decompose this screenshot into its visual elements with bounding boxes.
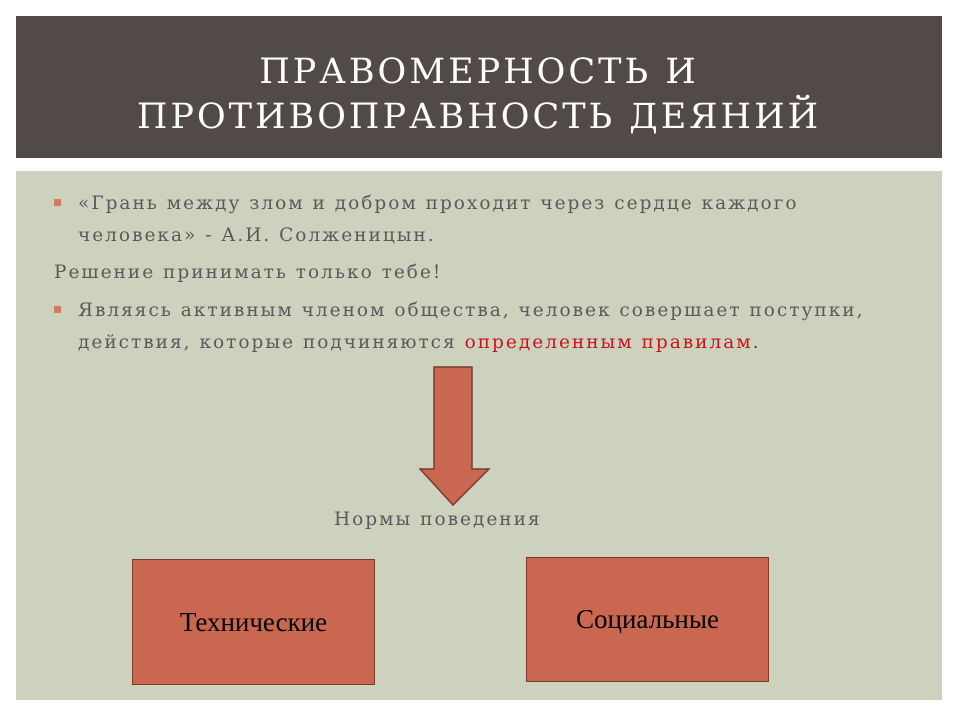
bullet-text: «Грань между злом и добром проходит чере…: [78, 193, 799, 246]
bullet-text-main: Являясь активным членом общества, челове…: [78, 300, 865, 353]
down-arrow-icon: [419, 366, 491, 507]
square-bullet-icon: [54, 199, 61, 206]
bullet-item-quote: «Грань между злом и добром проходит чере…: [54, 188, 894, 252]
slide-title: ПРАВОМЕРНОСТЬ И ПРОТИВОПРАВНОСТЬ ДЕЯНИЙ: [136, 52, 822, 137]
square-bullet-icon: [54, 306, 61, 313]
social-norms-box: Социальные: [526, 557, 769, 682]
highlighted-text: определенным правилам.: [464, 332, 761, 353]
title-banner: ПРАВОМЕРНОСТЬ И ПРОТИВОПРАВНОСТЬ ДЕЯНИЙ: [16, 16, 942, 158]
bullet-item-society: Являясь активным членом общества, челове…: [54, 295, 894, 359]
decision-line: Решение принимать только тебе!: [54, 262, 443, 283]
technical-norms-box: Технические: [132, 559, 375, 685]
technical-norms-label: Технические: [179, 606, 328, 637]
norms-label: Нормы поведения: [334, 509, 542, 530]
social-norms-label: Социальные: [576, 604, 719, 634]
content-panel: «Грань между злом и добром проходит чере…: [16, 171, 942, 700]
bullet-text: Являясь активным членом общества, челове…: [78, 295, 894, 359]
